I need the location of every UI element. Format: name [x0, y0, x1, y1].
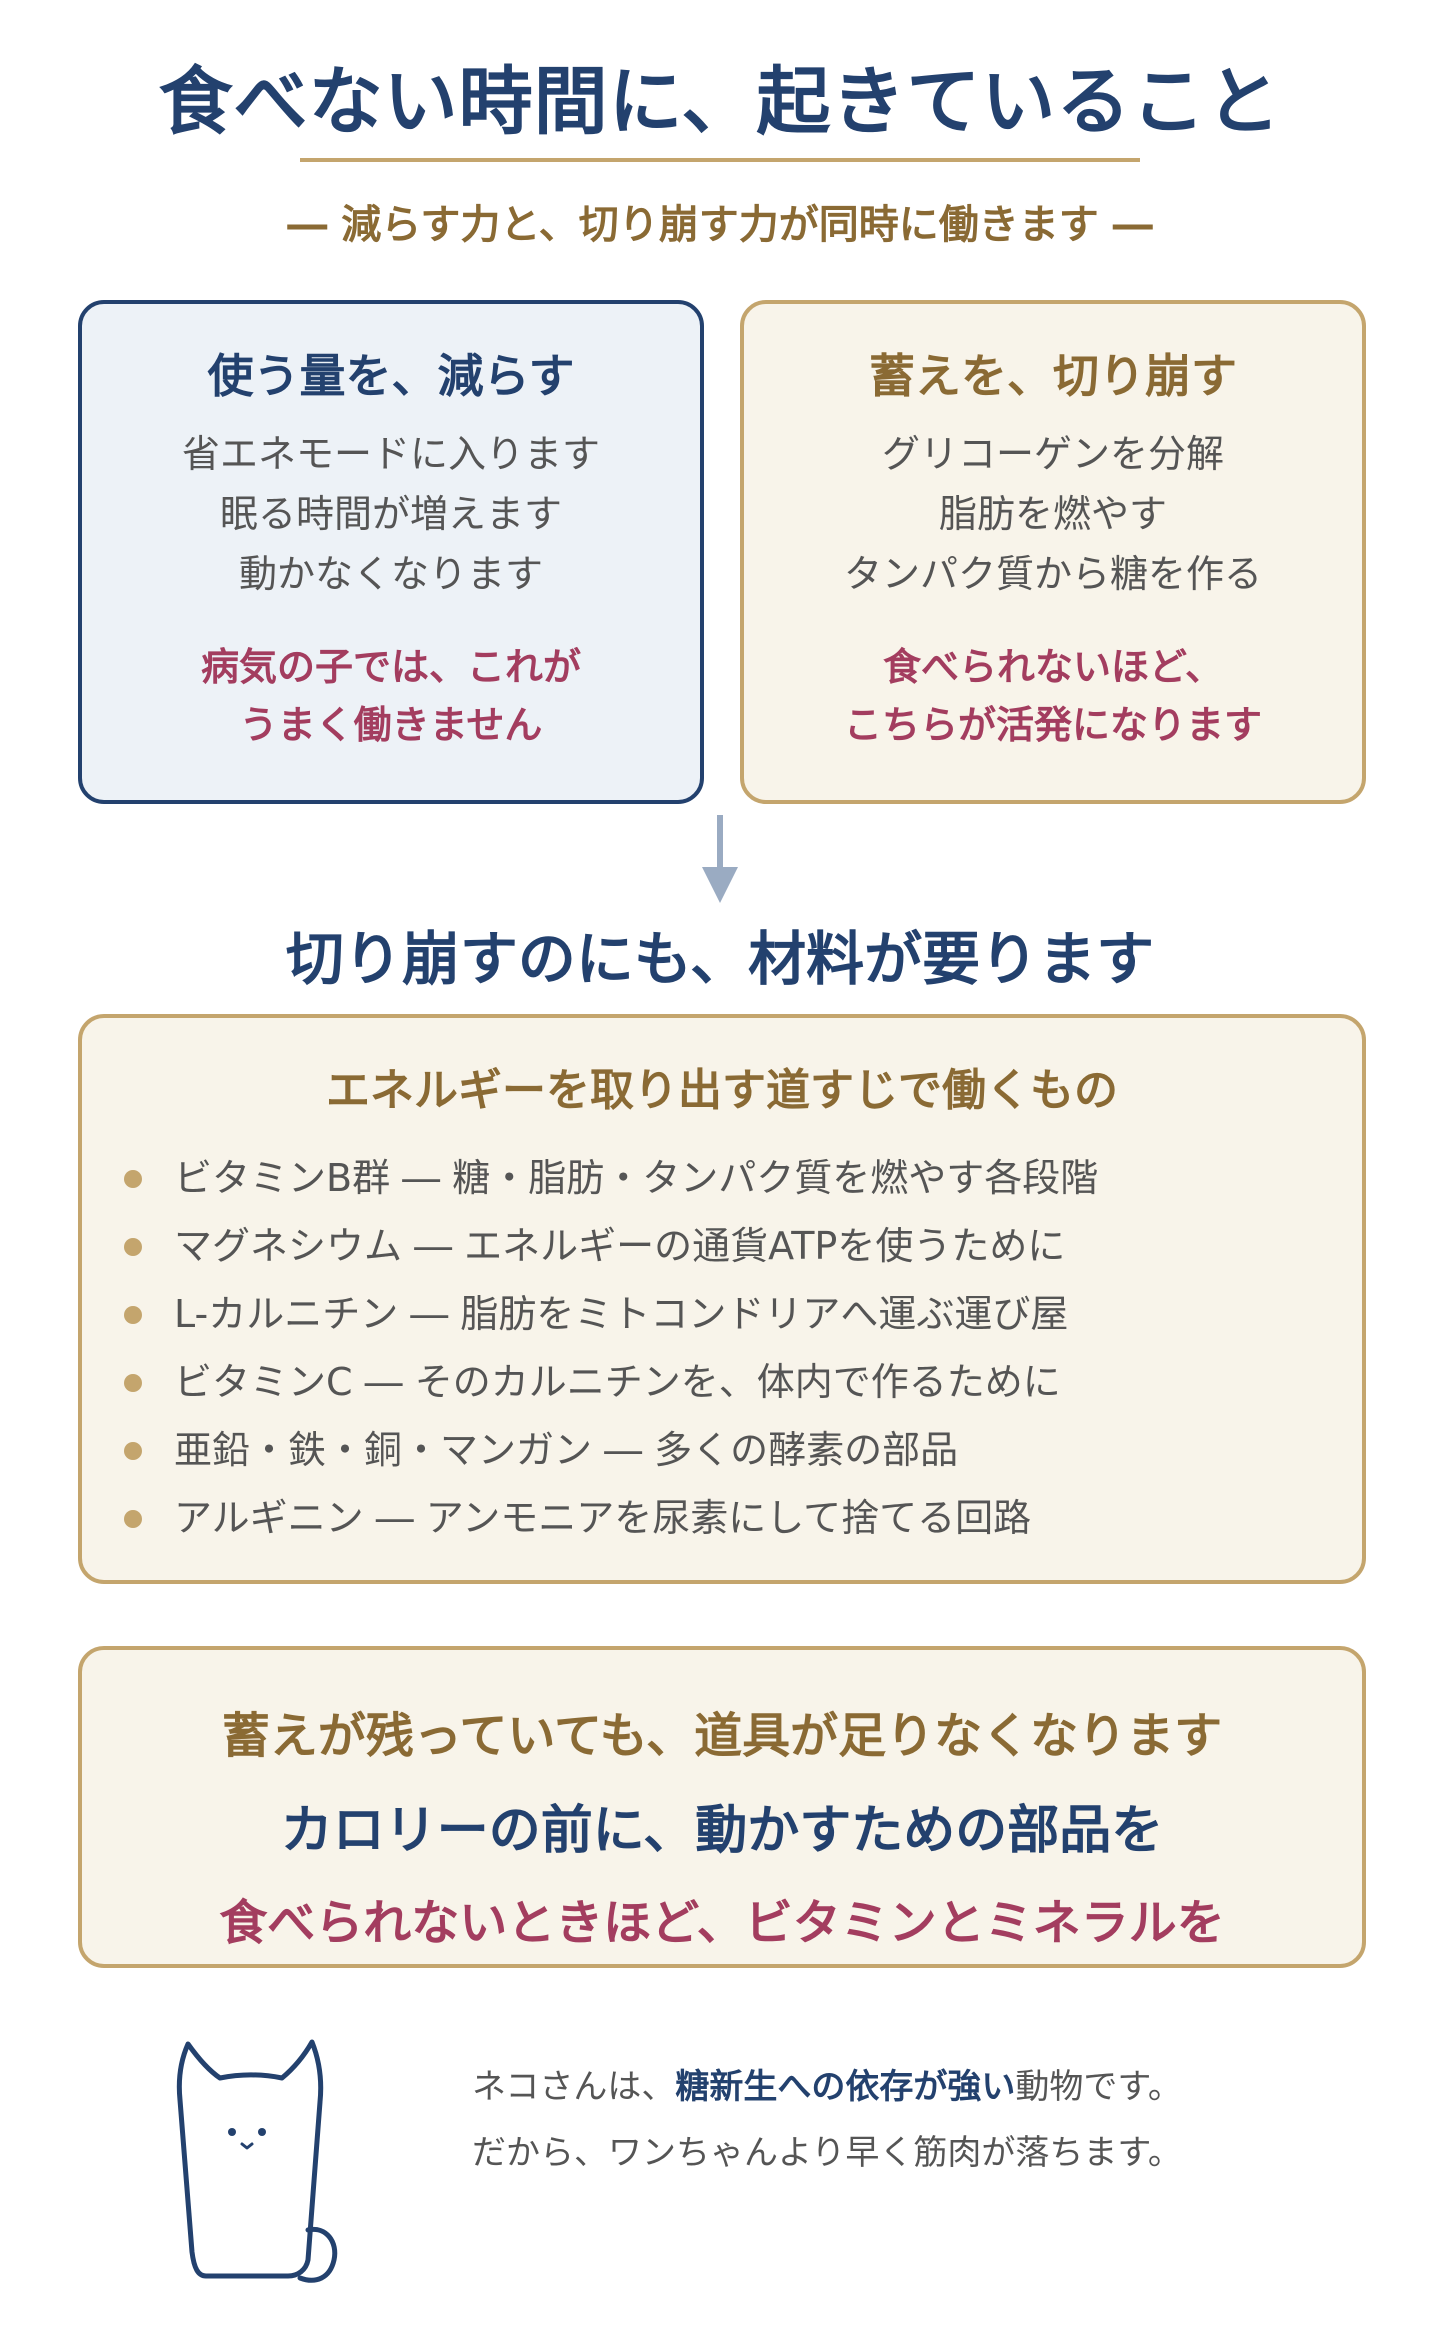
cat-note-emphasis: 糖新生への依存が強い	[675, 2067, 1016, 2107]
summary-line-1: 蓄えが残っていても、道具が足りなくなります	[221, 1708, 1223, 1764]
title-divider	[300, 158, 1140, 162]
bullet-dot-icon	[124, 1170, 142, 1188]
reduce-usage-note-line: 病気の子では、これが	[200, 645, 581, 689]
bullet-dot-icon	[124, 1306, 142, 1324]
list-item: L-カルニチン ― 脂肪をミトコンドリアへ運ぶ運び屋	[118, 1280, 1362, 1348]
cat-icon	[176, 2039, 338, 2283]
use-reserves-note-line: 食べられないほど、	[882, 645, 1224, 689]
list-item: 亜鉛・鉄・銅・マンガン ― 多くの酵素の部品	[118, 1416, 1362, 1484]
use-reserves-line: タンパク質から糖を作る	[843, 552, 1262, 596]
cat-note-pre: ネコさんは、	[472, 2067, 676, 2107]
list-item-text: アルギニン ― アンモニアを尿素にして捨てる回路	[174, 1496, 1032, 1540]
page-title: 食べない時間に、起きていること	[158, 59, 1282, 145]
reduce-usage-line: 眠る時間が増えます	[219, 492, 562, 536]
list-item-text: 亜鉛・鉄・銅・マンガン ― 多くの酵素の部品	[174, 1428, 959, 1472]
summary-card: 蓄えが残っていても、道具が足りなくなります カロリーの前に、動かすための部品を …	[78, 1646, 1366, 1968]
bullet-dot-icon	[124, 1510, 142, 1528]
use-reserves-note: 食べられないほど、 こちらが活発になります	[744, 638, 1362, 754]
reduce-usage-title: 使う量を、減らす	[207, 349, 575, 403]
list-item-text: ビタミンB群 ― 糖・脂肪・タンパク質を燃やす各段階	[174, 1156, 1099, 1200]
use-reserves-lines: グリコーゲンを分解 脂肪を燃やす タンパク質から糖を作る	[744, 424, 1362, 604]
bullet-dot-icon	[124, 1442, 142, 1460]
bullet-dot-icon	[124, 1238, 142, 1256]
use-reserves-title: 蓄えを、切り崩す	[869, 349, 1237, 403]
list-item: ビタミンC ― そのカルニチンを、体内で作るために	[118, 1348, 1362, 1416]
bullet-dot-icon	[124, 1374, 142, 1392]
summary-line-3: 食べられないときほど、ビタミンとミネラルを	[219, 1895, 1225, 1951]
reduce-usage-line: 動かなくなります	[238, 552, 543, 596]
reduce-usage-note: 病気の子では、これが うまく働きません	[82, 638, 700, 754]
list-item-text: マグネシウム ― エネルギーの通貨ATPを使うために	[174, 1224, 1066, 1268]
cat-note-line-1: ネコさんは、糖新生への依存が強い動物です。	[472, 2054, 1182, 2120]
list-item: アルギニン ― アンモニアを尿素にして捨てる回路	[118, 1484, 1362, 1552]
page-subtitle: ― 減らす力と、切り崩す力が同時に働きます ―	[287, 202, 1153, 248]
cat-note-line-2: だから、ワンちゃんより早く筋肉が落ちます。	[472, 2133, 1182, 2173]
reduce-usage-card: 使う量を、減らす 省エネモードに入ります 眠る時間が増えます 動かなくなります …	[78, 300, 704, 804]
list-item-text: ビタミンC ― そのカルニチンを、体内で作るために	[174, 1360, 1061, 1404]
use-reserves-line: グリコーゲンを分解	[881, 432, 1224, 476]
use-reserves-note-line: こちらが活発になります	[843, 703, 1262, 747]
use-reserves-card: 蓄えを、切り崩す グリコーゲンを分解 脂肪を燃やす タンパク質から糖を作る 食べ…	[740, 300, 1366, 804]
list-item-text: L-カルニチン ― 脂肪をミトコンドリアへ運ぶ運び屋	[174, 1292, 1069, 1336]
summary-line-2: カロリーの前に、動かすための部品を	[280, 1801, 1164, 1861]
list-item: ビタミンB群 ― 糖・脂肪・タンパク質を燃やす各段階	[118, 1144, 1362, 1212]
arrow-down-icon	[702, 815, 738, 903]
use-reserves-line: 脂肪を燃やす	[938, 492, 1167, 536]
reduce-usage-line: 省エネモードに入ります	[181, 432, 600, 476]
materials-heading: エネルギーを取り出す道すじで働くもの	[326, 1065, 1118, 1116]
materials-card: エネルギーを取り出す道すじで働くもの ビタミンB群 ― 糖・脂肪・タンパク質を燃…	[78, 1014, 1366, 1584]
reduce-usage-lines: 省エネモードに入ります 眠る時間が増えます 動かなくなります	[82, 424, 700, 604]
cat-note-post: 動物です。	[1015, 2067, 1182, 2107]
materials-list: ビタミンB群 ― 糖・脂肪・タンパク質を燃やす各段階 マグネシウム ― エネルギ…	[82, 1144, 1362, 1552]
cat-note: ネコさんは、糖新生への依存が強い動物です。 だから、ワンちゃんより早く筋肉が落ち…	[472, 2054, 1182, 2186]
list-item: マグネシウム ― エネルギーの通貨ATPを使うために	[118, 1212, 1362, 1280]
reduce-usage-note-line: うまく働きません	[239, 703, 543, 747]
section-title: 切り崩すのにも、材料が要ります	[285, 925, 1155, 993]
